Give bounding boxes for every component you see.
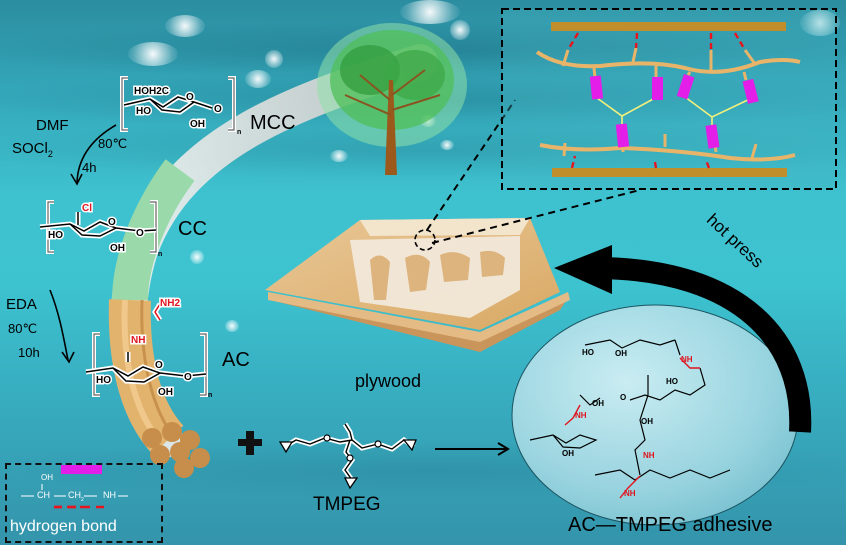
legend-oh: OH — [41, 473, 53, 482]
legend-nh: NH — [103, 490, 116, 500]
bubble — [265, 50, 283, 68]
mcc-oh: OH — [190, 119, 205, 130]
adhesive-network-sphere: HO OH NH OH HO OH O OH NH NH NH — [511, 304, 799, 526]
bubble — [165, 15, 205, 37]
product-label: AC—TMPEG adhesive — [568, 514, 773, 536]
cc-structure: Cl O O HO OH n — [39, 200, 162, 258]
adhesive-nh-2: NH — [643, 451, 655, 460]
mcc-subscript-n: n — [237, 129, 241, 136]
cc-ho: HO — [48, 230, 63, 241]
bubble — [450, 20, 470, 40]
ac-nh2: NH2 — [160, 298, 180, 309]
reaction1-temp: 80℃ — [98, 136, 128, 151]
reaction-arrow-2 — [49, 289, 75, 364]
legend-ch2-text: CH — [68, 490, 81, 500]
bubble — [128, 42, 178, 66]
mcc-structure: HOH2C O O HO OH n — [120, 76, 241, 136]
ac-structure: NH2 NH O O HO OH n — [85, 297, 212, 400]
mcc-label: MCC — [250, 112, 296, 134]
bubble — [330, 150, 348, 162]
ac-ho: HO — [96, 375, 111, 386]
adhesive-nh-3: NH — [575, 411, 587, 420]
adhesive-nh-4: NH — [624, 489, 636, 498]
legend-ch2: CH2 — [68, 490, 84, 503]
adhesive-oh-2: OH — [592, 399, 604, 408]
cc-ring-o: O — [108, 217, 116, 228]
cc-oh: OH — [110, 243, 125, 254]
cc-label: CC — [178, 218, 207, 240]
wood-surface-top — [551, 22, 786, 31]
cc-cl: Cl — [82, 203, 92, 214]
bubble — [225, 320, 239, 332]
reagent-socl2-sub: 2 — [47, 149, 53, 159]
adhesive-ho-2: HO — [666, 377, 678, 386]
reagent-socl2: SOCl2 — [12, 140, 53, 159]
tmpeg-label: TMPEG — [313, 494, 381, 515]
mcc-ring-o: O — [186, 92, 194, 103]
reagent-dmf: DMF — [36, 117, 69, 134]
legend-box: OH CH CH2 NH hydrogen bond — [5, 463, 163, 543]
reaction2-temp: 80℃ — [8, 321, 38, 336]
adhesive-oh-3: OH — [641, 417, 653, 426]
legend-ch2-sub: 2 — [81, 496, 84, 503]
ac-label: AC — [222, 349, 250, 371]
plus-sign — [238, 431, 262, 455]
plywood-label: plywood — [355, 371, 422, 391]
legend-graphics — [21, 465, 128, 509]
reaction-arrow-1 — [70, 124, 117, 186]
legend-ch: CH — [37, 490, 50, 500]
adhesive-nh-1: NH — [681, 355, 693, 364]
reaction1-time: 4h — [82, 160, 97, 175]
adhesive-oh-4: OH — [562, 449, 574, 458]
wood-surface-bottom — [552, 168, 787, 177]
adhesive-o: O — [620, 393, 626, 402]
reagent-eda: EDA — [6, 296, 37, 313]
legend-hbond-label: hydrogen bond — [10, 518, 117, 535]
fiber-bundle-ends — [142, 422, 210, 478]
zoom-inset-bonding — [501, 8, 837, 190]
plywood-illustration — [265, 218, 570, 352]
reaction2-time: 10h — [18, 345, 40, 360]
reagent-socl2-text: SOCl — [12, 140, 48, 157]
product-arrow — [435, 442, 510, 456]
zoom-leader-line — [426, 99, 516, 231]
cc-link-o: O — [136, 228, 144, 239]
hot-press-arrow — [554, 245, 812, 433]
bubble — [190, 250, 204, 264]
ac-subscript-n: n — [208, 392, 212, 399]
mcc-link-o: O — [214, 104, 222, 115]
bubble — [800, 10, 840, 36]
mcc-hoh2c: HOH2C — [134, 86, 169, 97]
ac-ring-o: O — [155, 360, 163, 371]
adhesive-oh-1: OH — [615, 349, 627, 358]
cc-subscript-n: n — [158, 251, 162, 258]
ac-nh: NH — [131, 335, 145, 346]
adhesive-ho-1: HO — [582, 348, 594, 357]
bubble — [440, 140, 454, 150]
tmpeg-structure — [278, 422, 417, 490]
tree-illustration — [317, 23, 467, 175]
adhesive-network-structure: HO OH NH OH HO OH O OH NH NH NH — [529, 339, 731, 499]
mcc-ho: HO — [136, 106, 151, 117]
ac-link-o: O — [184, 372, 192, 383]
bubble — [400, 0, 460, 24]
ac-oh: OH — [158, 387, 173, 398]
bubble — [245, 70, 271, 88]
